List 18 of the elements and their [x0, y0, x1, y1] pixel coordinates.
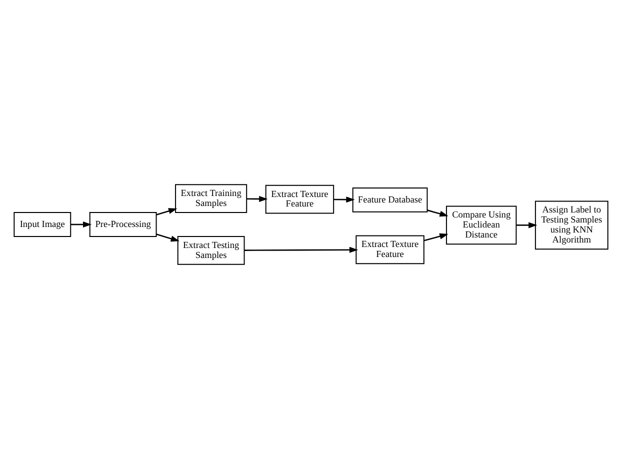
node-box: Input Image	[14, 212, 72, 237]
node-box: Compare Using Euclidean Distance	[446, 206, 517, 245]
arrow	[516, 222, 538, 228]
arrow	[427, 210, 448, 217]
node-box: Extract Texture Feature	[356, 235, 424, 264]
arrow	[70, 221, 92, 228]
node-box: Feature Database	[352, 187, 428, 212]
arrow	[334, 196, 355, 203]
node-box: Extract Texture Feature	[265, 184, 334, 214]
node-box: Pre-Processing	[89, 212, 157, 237]
node-box: Extract Training Samples	[175, 184, 248, 214]
node-box: Extract Testing Samples	[177, 236, 245, 265]
arrow	[424, 233, 448, 242]
node-box: Assign Label to Testing Samples using KNN Algorithm	[534, 200, 608, 250]
arrow	[244, 246, 358, 253]
arrow	[246, 196, 268, 202]
arrow	[156, 208, 178, 216]
arrow	[156, 234, 180, 242]
